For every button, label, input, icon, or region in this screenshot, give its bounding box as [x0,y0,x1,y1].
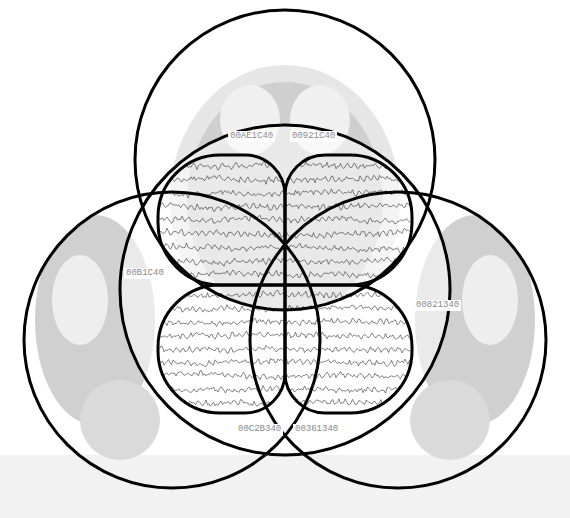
eeg-trace [285,318,411,326]
eeg-trace [285,332,411,339]
eeg-trace [158,175,284,184]
eeg-trace [285,386,411,393]
clover-lobe [285,155,412,285]
eeg-trace [285,347,411,353]
clover-lobe [158,155,285,285]
eeg-trace [158,345,284,353]
ground-band [0,455,570,518]
hex-watermark: 00361340 [293,424,340,435]
venn-circles [24,10,546,488]
hex-watermark: 00AE1C40 [228,131,275,142]
eeg-trace [158,358,284,366]
eeg-trace [158,319,284,327]
eeg-trace [158,189,284,198]
eeg-trace [285,203,411,210]
hex-watermark: 00B1C40 [124,268,166,279]
eeg-trace [158,228,284,237]
eeg-trace [158,243,284,252]
clover-lobe [158,285,285,413]
eeg-trace [285,229,411,239]
eeg-trace [158,371,284,380]
hex-watermark: 00C2B340 [236,424,283,435]
eeg-trace [158,203,284,212]
eeg-trace [158,386,284,393]
eeg-trace [285,216,411,224]
eeg-trace [158,215,284,223]
hex-watermark: 00921C40 [290,131,337,142]
eeg-trace [285,372,411,379]
eeg-trace [285,175,411,183]
eeg-trace [285,359,411,367]
eeg-trace [285,243,411,254]
clover-lobe [285,285,412,413]
hex-watermark: 00821340 [414,300,461,311]
eeg-trace [158,331,284,339]
clover-lobes [158,155,412,413]
